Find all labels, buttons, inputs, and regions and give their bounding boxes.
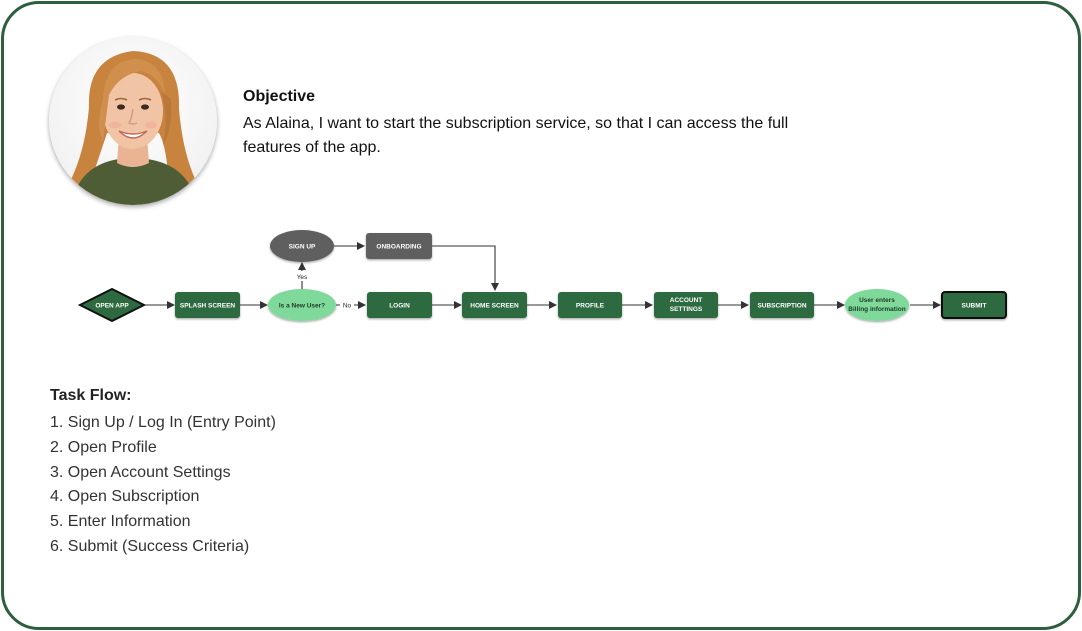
node-sign-up-label: SIGN UP xyxy=(289,244,316,251)
task-flow-item: 1. Sign Up / Log In (Entry Point) xyxy=(50,414,276,431)
edge-label-yes: Yes xyxy=(297,274,308,281)
node-login xyxy=(367,292,432,318)
node-splash-screen xyxy=(175,292,240,318)
node-is-new-user-label: Is a New User? xyxy=(279,303,325,310)
node-billing-info-label-2: Billing information xyxy=(848,306,905,313)
task-flow-title: Task Flow: xyxy=(50,387,132,404)
node-profile-label: PROFILE xyxy=(576,303,605,310)
task-flow-list: 1. Sign Up / Log In (Entry Point) 2. Ope… xyxy=(50,411,276,560)
node-profile xyxy=(558,292,622,318)
node-onboarding xyxy=(366,233,432,259)
edge-label-no: No xyxy=(343,303,352,310)
task-flow-item: 5. Enter Information xyxy=(50,513,191,531)
task-flow-item: 6. Submit (Success Criteria) xyxy=(50,537,250,555)
task-flow-item: 2. Open Profile xyxy=(50,438,157,456)
node-submit-label: SUBMIT xyxy=(962,303,987,310)
avatar-illustration xyxy=(49,37,217,205)
node-billing-info xyxy=(845,289,909,321)
node-billing-info-label-1: User enters xyxy=(859,297,895,304)
node-account-settings-label-2: SETTINGS xyxy=(670,306,703,313)
node-onboarding-label: ONBOARDING xyxy=(376,244,421,251)
node-subscription xyxy=(750,292,814,318)
node-open-app xyxy=(77,287,147,323)
node-submit xyxy=(941,291,1007,319)
persona-avatar xyxy=(49,37,217,205)
node-is-new-user xyxy=(268,289,336,321)
task-flow-item: 4. Open Subscription xyxy=(50,488,200,506)
objective-title: Objective xyxy=(243,88,316,105)
node-home-screen-label: HOME SCREEN xyxy=(470,303,519,310)
node-home-screen xyxy=(462,292,527,318)
edge-onboarding-to-home xyxy=(432,245,499,291)
node-splash-screen-label: SPLASH SCREEN xyxy=(180,303,236,310)
node-open-app-label: OPEN APP xyxy=(95,303,129,310)
node-account-settings xyxy=(654,292,718,318)
node-sign-up xyxy=(270,230,334,262)
objective-text: As Alaina, I want to start the subscript… xyxy=(243,115,789,156)
node-login-label: LOGIN xyxy=(389,303,410,310)
node-account-settings-label-1: ACCOUNT xyxy=(670,297,703,304)
task-flow-item: 3. Open Account Settings xyxy=(50,463,231,481)
node-subscription-label: SUBSCRIPTION xyxy=(757,303,806,310)
